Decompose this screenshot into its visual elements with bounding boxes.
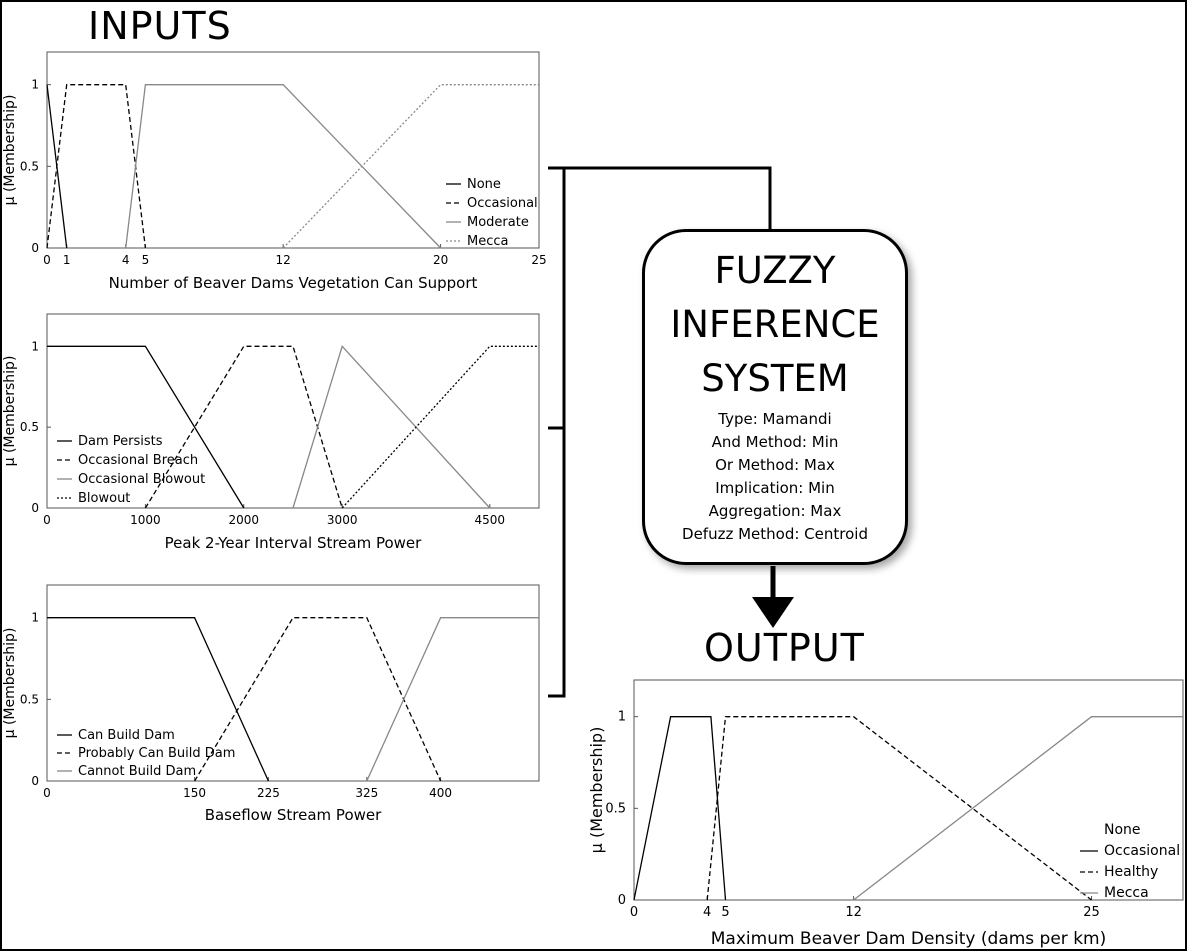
legend-entry: Occasional bbox=[467, 196, 538, 211]
y-tick-label: 1 bbox=[31, 78, 39, 92]
x-tick-label: 325 bbox=[355, 786, 378, 800]
series-line-occasional bbox=[46, 84, 147, 249]
series-line-occasional bbox=[633, 716, 727, 901]
legend-entry: Blowout bbox=[78, 491, 130, 506]
y-tick-label: 1 bbox=[31, 339, 39, 353]
x-tick-label: 4500 bbox=[475, 513, 506, 527]
fis-param-aggregation: Aggregation: Max bbox=[708, 502, 842, 520]
legend-title: None bbox=[1104, 822, 1141, 838]
fis-param-and-method: And Method: Min bbox=[711, 433, 839, 451]
y-tick-label: 1 bbox=[618, 710, 626, 725]
fuzzy-inference-system-box: FUZZY INFERENCE SYSTEM Type: Mamandi And… bbox=[642, 229, 908, 565]
x-tick-label: 150 bbox=[183, 786, 206, 800]
x-tick-label: 25 bbox=[531, 253, 546, 267]
x-tick-label: 0 bbox=[43, 253, 51, 267]
x-tick-label: 2000 bbox=[229, 513, 260, 527]
x-axis-label: Maximum Beaver Dam Density (dams per km) bbox=[711, 929, 1106, 949]
series-line-occasional-blowout bbox=[292, 345, 491, 509]
x-tick-label: 5 bbox=[142, 253, 150, 267]
x-tick-label: 20 bbox=[433, 253, 448, 267]
y-tick-label: 1 bbox=[31, 611, 39, 625]
plot-area bbox=[46, 51, 540, 249]
fis-title-line: INFERENCE bbox=[670, 303, 880, 346]
y-tick-label: 0.5 bbox=[20, 420, 39, 434]
x-tick-label: 1000 bbox=[130, 513, 161, 527]
fis-to-output-arrow-head bbox=[752, 597, 794, 628]
series-line-blowout bbox=[341, 345, 539, 509]
legend-entry: Occasional bbox=[1104, 843, 1180, 859]
x-tick-label: 0 bbox=[43, 786, 51, 800]
series-line-cannot-build-dam bbox=[366, 617, 539, 782]
fis-param-or-method: Or Method: Max bbox=[715, 456, 835, 474]
y-tick-label: 0 bbox=[31, 774, 39, 788]
y-tick-label: 0 bbox=[31, 501, 39, 515]
fis-title-line: SYSTEM bbox=[701, 357, 849, 400]
x-tick-label: 12 bbox=[276, 253, 291, 267]
series-line-moderate bbox=[125, 84, 442, 249]
fis-title-line: FUZZY bbox=[714, 249, 836, 292]
x-tick-label: 25 bbox=[1083, 905, 1100, 920]
x-tick-label: 4 bbox=[122, 253, 130, 267]
plot-area bbox=[633, 679, 1184, 901]
y-axis-label: μ (Membership) bbox=[2, 628, 18, 739]
x-tick-label: 1 bbox=[63, 253, 71, 267]
fis-param-type: Type: Mamandi bbox=[718, 410, 832, 428]
y-axis-label: μ (Membership) bbox=[2, 356, 18, 467]
inputs-heading: INPUTS bbox=[88, 4, 232, 48]
legend-entry: Moderate bbox=[467, 215, 529, 230]
series-line-dam-persists bbox=[47, 345, 245, 509]
input-bracket bbox=[548, 166, 566, 698]
legend-entry: Occasional Breach bbox=[78, 453, 198, 468]
x-tick-label: 0 bbox=[43, 513, 51, 527]
y-tick-label: 0 bbox=[31, 241, 39, 255]
legend-entry: None bbox=[467, 177, 501, 192]
x-tick-label: 0 bbox=[630, 905, 638, 920]
series-line-mecca bbox=[853, 716, 1183, 901]
legend-entry: Mecca bbox=[467, 234, 508, 249]
series-line-can-build-dam bbox=[47, 617, 269, 782]
legend-entry: Probably Can Build Dam bbox=[78, 746, 235, 761]
bracket-to-fis-line bbox=[564, 166, 772, 232]
x-tick-label: 3000 bbox=[327, 513, 358, 527]
x-tick-label: 5 bbox=[721, 905, 729, 920]
fis-param-defuzz-method: Defuzz Method: Centroid bbox=[682, 525, 868, 543]
y-tick-label: 0 bbox=[618, 893, 626, 908]
y-tick-label: 0.5 bbox=[605, 801, 626, 816]
plot-area bbox=[46, 584, 540, 782]
series-line-healthy bbox=[706, 716, 1092, 901]
x-axis-label: Baseflow Stream Power bbox=[205, 806, 382, 824]
x-tick-label: 12 bbox=[845, 905, 862, 920]
y-tick-label: 0.5 bbox=[20, 159, 39, 173]
x-axis-label: Number of Beaver Dams Vegetation Can Sup… bbox=[109, 274, 478, 292]
fis-param-implication: Implication: Min bbox=[715, 479, 835, 497]
legend-entry: Dam Persists bbox=[78, 434, 163, 449]
x-tick-label: 4 bbox=[703, 905, 711, 920]
x-axis-label: Peak 2-Year Interval Stream Power bbox=[165, 534, 423, 552]
x-tick-label: 225 bbox=[257, 786, 280, 800]
legend-entry: Cannot Build Dam bbox=[78, 764, 196, 779]
y-axis-label: μ (Membership) bbox=[587, 727, 606, 854]
series-line-mecca bbox=[282, 84, 539, 249]
x-tick-label: 400 bbox=[429, 786, 452, 800]
y-tick-label: 0.5 bbox=[20, 692, 39, 706]
legend-entry: Occasional Blowout bbox=[78, 472, 205, 487]
legend-entry: Can Build Dam bbox=[78, 728, 175, 743]
legend-entry: Mecca bbox=[1104, 885, 1149, 901]
output-heading: OUTPUT bbox=[704, 626, 865, 670]
legend-entry: Healthy bbox=[1104, 864, 1158, 880]
y-axis-label: μ (Membership) bbox=[2, 95, 18, 206]
